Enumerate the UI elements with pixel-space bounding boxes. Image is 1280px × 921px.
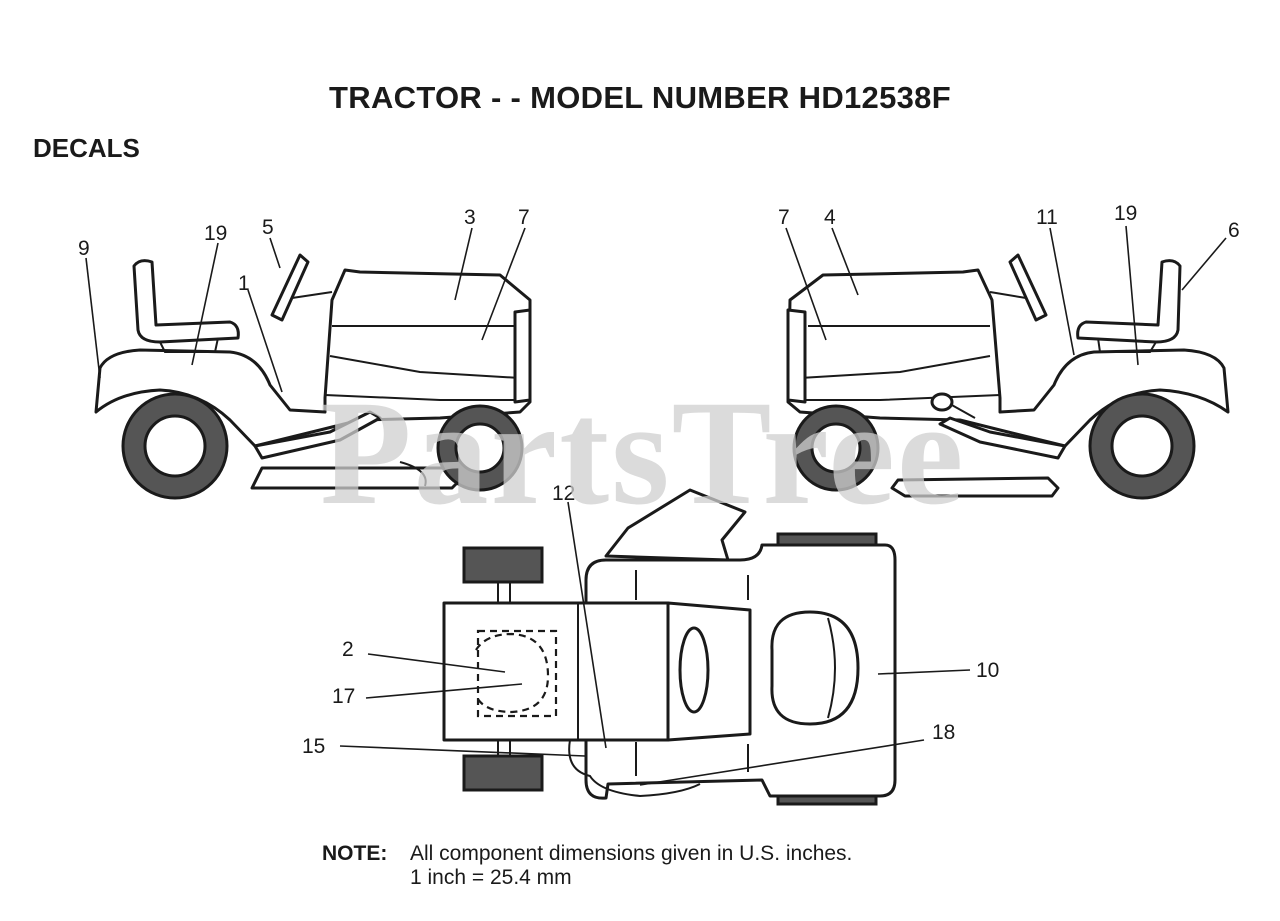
side-panel-line-left xyxy=(329,355,521,379)
note-label: NOTE: xyxy=(322,842,388,865)
tractor-right-view xyxy=(786,253,1230,500)
front-hub-right xyxy=(810,422,862,474)
callout-7-right: 7 xyxy=(778,206,790,229)
tractor-body-left xyxy=(94,268,532,448)
front-tire-top-lower xyxy=(462,754,544,792)
grille-right xyxy=(786,308,807,404)
mower-deck-right xyxy=(890,476,1060,498)
callout-7-left: 7 xyxy=(518,206,530,229)
callout-12: 12 xyxy=(552,482,575,505)
footrest-left xyxy=(253,410,382,460)
watermark: PartsTree xyxy=(320,370,966,536)
tractor-left-view xyxy=(94,253,532,500)
leader-6 xyxy=(1181,237,1227,291)
steering-wheel-right xyxy=(1008,253,1048,322)
lift-lever-knob xyxy=(930,392,954,412)
front-axle-stubs xyxy=(497,582,511,756)
leader-18 xyxy=(639,739,925,786)
leader-1 xyxy=(247,289,283,393)
leader-19-right xyxy=(1125,225,1139,366)
leader-11 xyxy=(1049,227,1075,356)
leader-12 xyxy=(567,501,607,749)
callout-9: 9 xyxy=(78,237,90,260)
callout-numbers: 9 19 5 1 3 7 7 4 11 19 6 12 2 17 15 10 1… xyxy=(78,202,1240,758)
steering-column-right xyxy=(989,291,1027,299)
hood-top xyxy=(442,601,670,742)
diagram-title: TRACTOR - - MODEL NUMBER HD12538F xyxy=(329,80,951,115)
front-hub-left xyxy=(454,422,506,474)
rear-hub-right xyxy=(1110,414,1174,478)
callout-10: 10 xyxy=(976,659,999,682)
grille-left xyxy=(513,308,532,404)
seat-base-right xyxy=(1097,337,1157,353)
leader-3 xyxy=(454,227,473,301)
tractor-top-view xyxy=(442,488,897,806)
fuel-cap-area-top xyxy=(678,626,710,714)
callout-19-left: 19 xyxy=(204,222,227,245)
steering-column-left xyxy=(291,291,333,299)
frame-line-right xyxy=(800,394,1001,401)
rear-hub-left xyxy=(143,414,207,478)
section-title: DECALS xyxy=(33,133,140,163)
seat-top xyxy=(770,610,860,726)
leader-7-right xyxy=(785,227,827,341)
callout-17: 17 xyxy=(332,685,355,708)
callout-5: 5 xyxy=(262,216,274,239)
callout-1: 1 xyxy=(238,272,250,295)
side-panel-line-right xyxy=(799,355,991,379)
leader-9 xyxy=(85,257,101,379)
leader-2 xyxy=(367,653,506,673)
discharge-chute-top xyxy=(568,739,701,798)
callout-15: 15 xyxy=(302,735,325,758)
callout-11: 11 xyxy=(1036,206,1058,229)
leader-10 xyxy=(877,669,971,675)
callout-18: 18 xyxy=(932,721,955,744)
seat-right xyxy=(1076,259,1182,344)
body-tick-lines xyxy=(635,570,749,776)
dimension-note: NOTE: All component dimensions given in U… xyxy=(322,842,852,890)
seat-left xyxy=(132,259,240,344)
decal-outline-rect xyxy=(476,629,558,718)
leader-17 xyxy=(365,683,523,699)
seat-back-top xyxy=(827,617,836,719)
callout-3: 3 xyxy=(464,206,476,229)
decal-outline-round xyxy=(475,632,550,714)
leader-5 xyxy=(269,237,281,269)
leader-15 xyxy=(339,745,586,757)
footrest-right xyxy=(938,416,1067,460)
lift-lever-arm xyxy=(949,403,976,419)
steering-wheel-left xyxy=(270,253,310,322)
frame-line-left xyxy=(324,394,520,401)
leader-7-left xyxy=(481,227,526,341)
callout-19-right: 19 xyxy=(1114,202,1137,225)
callout-4: 4 xyxy=(824,206,836,229)
note-line-2: 1 inch = 25.4 mm xyxy=(410,866,572,889)
deck-belt-left xyxy=(399,461,427,487)
leader-19-left xyxy=(191,242,219,366)
note-line-1: All component dimensions given in U.S. i… xyxy=(410,842,853,865)
callout-6: 6 xyxy=(1228,219,1240,242)
front-tire-top-upper xyxy=(462,546,544,584)
seat-base-left xyxy=(159,337,219,353)
callout-2: 2 xyxy=(342,638,354,661)
leader-lines xyxy=(85,225,1227,786)
leader-4 xyxy=(831,227,859,296)
